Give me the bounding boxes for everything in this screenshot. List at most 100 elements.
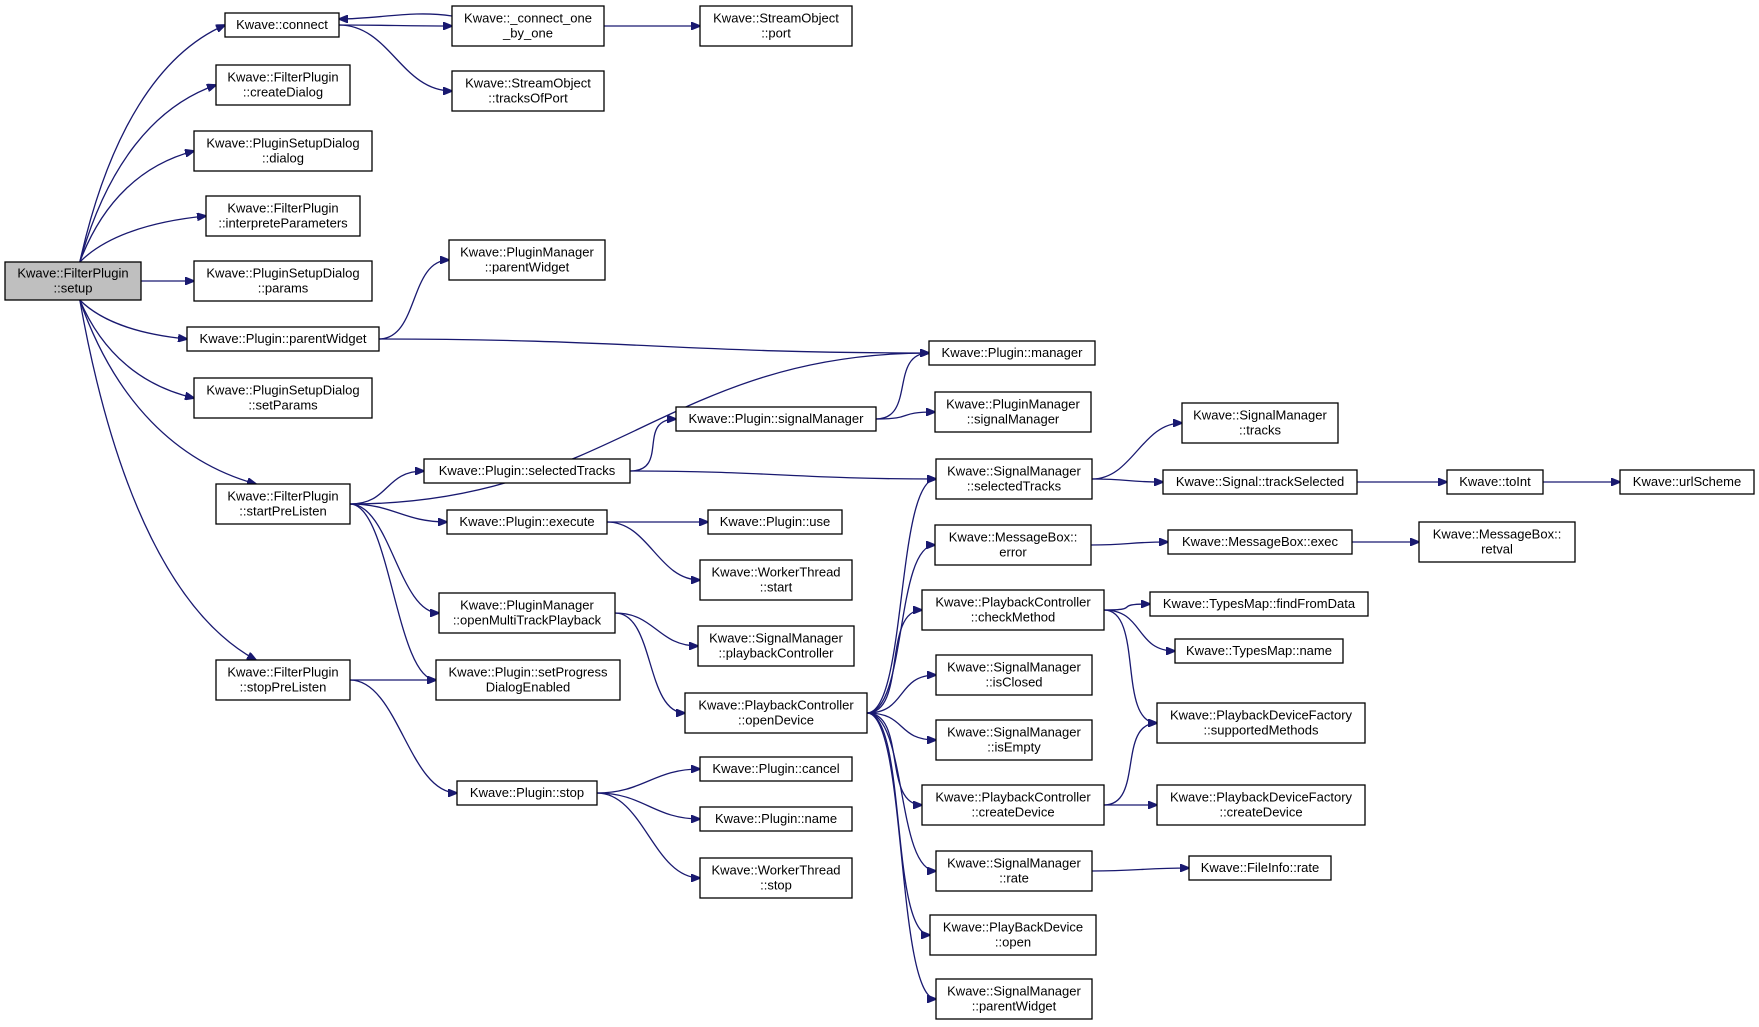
edge-p-stop-to-p-name [596,792,700,819]
node-label: Kwave::PluginManager [460,598,594,613]
node-fp-start-pre-listen[interactable]: Kwave::FilterPlugin::startPreListen [215,483,351,525]
edge-pc-open-device-to-sm-selected-tracks [866,479,936,714]
node-label: ::signalManager [967,412,1060,427]
node-box [1156,702,1366,744]
node-label: Kwave::Plugin::setProgress [449,665,608,680]
node-sm-selected-tracks[interactable]: Kwave::SignalManager::selectedTracks [935,458,1093,500]
node-p-execute[interactable]: Kwave::Plugin::execute [446,509,608,535]
node-p-name[interactable]: Kwave::Plugin::name [699,806,853,832]
node-label: Kwave::FilterPlugin [227,201,338,216]
edge-p-execute-to-wt-start [606,521,700,580]
node-tm-name[interactable]: Kwave::TypesMap::name [1174,638,1344,664]
edge-mb-error-to-mb-exec [1090,542,1168,545]
node-box [935,719,1093,761]
node-sm-playback-controller[interactable]: Kwave::SignalManager::playbackController [697,625,855,667]
edge-pc-open-device-to-sm-is-empty [866,712,936,740]
node-mb-error[interactable]: Kwave::MessageBox::error [934,524,1092,566]
edge-setup-to-connect [79,25,225,263]
node-label: ::port [761,26,791,41]
node-box [1167,529,1353,555]
node-p-parent-widget[interactable]: Kwave::Plugin::parentWidget [186,326,380,352]
node-pm-parent-widget[interactable]: Kwave::PluginManager::parentWidget [448,239,606,281]
node-box [193,130,373,172]
node-p-use[interactable]: Kwave::Plugin::use [707,509,843,535]
node-label: ::setParams [248,398,318,413]
node-tm-find-from-data[interactable]: Kwave::TypesMap::findFromData [1149,591,1369,617]
node-p-signal-manager[interactable]: Kwave::Plugin::signalManager [675,406,877,432]
node-box [934,524,1092,566]
node-pc-create-device[interactable]: Kwave::PlaybackController::createDevice [921,784,1105,826]
node-label: Kwave::SignalManager [709,631,843,646]
node-fp-interprete[interactable]: Kwave::FilterPlugin::interpreteParameter… [205,195,361,237]
node-mb-retval[interactable]: Kwave::MessageBox::retval [1418,521,1576,563]
node-box [193,377,373,419]
node-layer: Kwave::FilterPlugin::setup Kwave::connect… [4,5,1755,1020]
node-fp-stop-pre-listen[interactable]: Kwave::FilterPlugin::stopPreListen [215,659,351,701]
node-box [1619,469,1755,495]
node-pc-check-method[interactable]: Kwave::PlaybackController::checkMethod [921,589,1105,631]
node-connect[interactable]: Kwave::connect [224,12,340,38]
node-label: Kwave::PluginManager [946,397,1080,412]
node-label: Kwave::Plugin::cancel [712,761,839,776]
node-psd-dialog[interactable]: Kwave::PluginSetupDialog::dialog [193,130,373,172]
node-box [451,5,605,47]
node-p-cancel[interactable]: Kwave::Plugin::cancel [699,756,853,782]
edge-setup-to-fp-stop-pre-listen [79,299,256,660]
node-sm-rate[interactable]: Kwave::SignalManager::rate [935,850,1093,892]
node-pbd-open[interactable]: Kwave::PlayBackDevice::open [929,914,1097,956]
node-psd-set-params[interactable]: Kwave::PluginSetupDialog::setParams [193,377,373,419]
node-pm-open-multi[interactable]: Kwave::PluginManager::openMultiTrackPlay… [438,592,616,634]
node-label: retval [1481,542,1513,557]
node-label: Kwave::SignalManager [947,725,1081,740]
node-pdf-create-device[interactable]: Kwave::PlaybackDeviceFactory::createDevi… [1156,784,1366,826]
node-p-manager[interactable]: Kwave::Plugin::manager [928,340,1096,366]
node-pm-signal-manager[interactable]: Kwave::PluginManager::signalManager [934,391,1092,433]
node-fp-create-dialog[interactable]: Kwave::FilterPlugin::createDialog [215,64,351,106]
edge-setup-to-p-parent-widget [79,299,187,339]
node-label: ::playbackController [719,646,835,661]
node-sm-tracks[interactable]: Kwave::SignalManager::tracks [1181,402,1339,444]
node-sig-track-selected[interactable]: Kwave::Signal::trackSelected [1162,469,1358,495]
node-label: Kwave::StreamObject [713,11,839,26]
node-label: Kwave::FilterPlugin [227,665,338,680]
node-wt-start[interactable]: Kwave::WorkerThread::start [699,559,853,601]
node-label: ::supportedMethods [1204,723,1319,738]
edge-fp-stop-pre-listen-to-p-stop [349,679,457,793]
node-label: Kwave::toInt [1459,474,1531,489]
edge-pc-open-device-to-sm-is-closed [866,675,936,714]
node-connect-one[interactable]: Kwave::_connect_one_by_one [451,5,605,47]
edge-p-signal-manager-to-p-manager [875,353,929,420]
node-label: ::openMultiTrackPlayback [453,613,602,628]
node-sm-is-empty[interactable]: Kwave::SignalManager::isEmpty [935,719,1093,761]
node-so-port[interactable]: Kwave::StreamObject::port [699,5,853,47]
node-label: Kwave::PlayBackDevice [943,920,1083,935]
node-psd-params[interactable]: Kwave::PluginSetupDialog::params [193,260,373,302]
node-p-selected-tracks[interactable]: Kwave::Plugin::selectedTracks [423,458,631,484]
node-pc-open-device[interactable]: Kwave::PlaybackController::openDevice [684,692,868,734]
node-mb-exec[interactable]: Kwave::MessageBox::exec [1167,529,1353,555]
node-sm-is-closed[interactable]: Kwave::SignalManager::isClosed [935,654,1093,696]
node-to-int[interactable]: Kwave::toInt [1446,469,1544,495]
edge-fp-start-pre-listen-to-p-set-progress [349,503,436,680]
node-label: ::createDevice [1219,805,1302,820]
node-label: Kwave::Plugin::manager [942,345,1084,360]
node-label: Kwave::MessageBox:: [949,530,1078,545]
node-url-scheme[interactable]: Kwave::urlScheme [1619,469,1755,495]
node-label: Kwave::PluginSetupDialog [206,266,359,281]
node-box [1162,469,1358,495]
node-label: Kwave::WorkerThread [711,863,840,878]
node-box [193,260,373,302]
node-sm-parent-widget[interactable]: Kwave::SignalManager::parentWidget [935,978,1093,1020]
edge-fp-start-pre-listen-to-pm-open-multi [349,503,439,613]
node-wt-stop[interactable]: Kwave::WorkerThread::stop [699,857,853,899]
edge-setup-to-psd-set-params [79,299,194,398]
node-p-stop[interactable]: Kwave::Plugin::stop [456,780,598,806]
edge-p-selected-tracks-to-p-signal-manager [629,419,676,472]
node-pdf-supported-methods[interactable]: Kwave::PlaybackDeviceFactory::supportedM… [1156,702,1366,744]
node-so-tracks-of-port[interactable]: Kwave::StreamObject::tracksOfPort [451,70,605,112]
node-label: Kwave::SignalManager [947,984,1081,999]
node-fi-rate[interactable]: Kwave::FileInfo::rate [1188,855,1332,881]
node-setup[interactable]: Kwave::FilterPlugin::setup [4,261,142,301]
node-label: ::tracksOfPort [488,91,568,106]
